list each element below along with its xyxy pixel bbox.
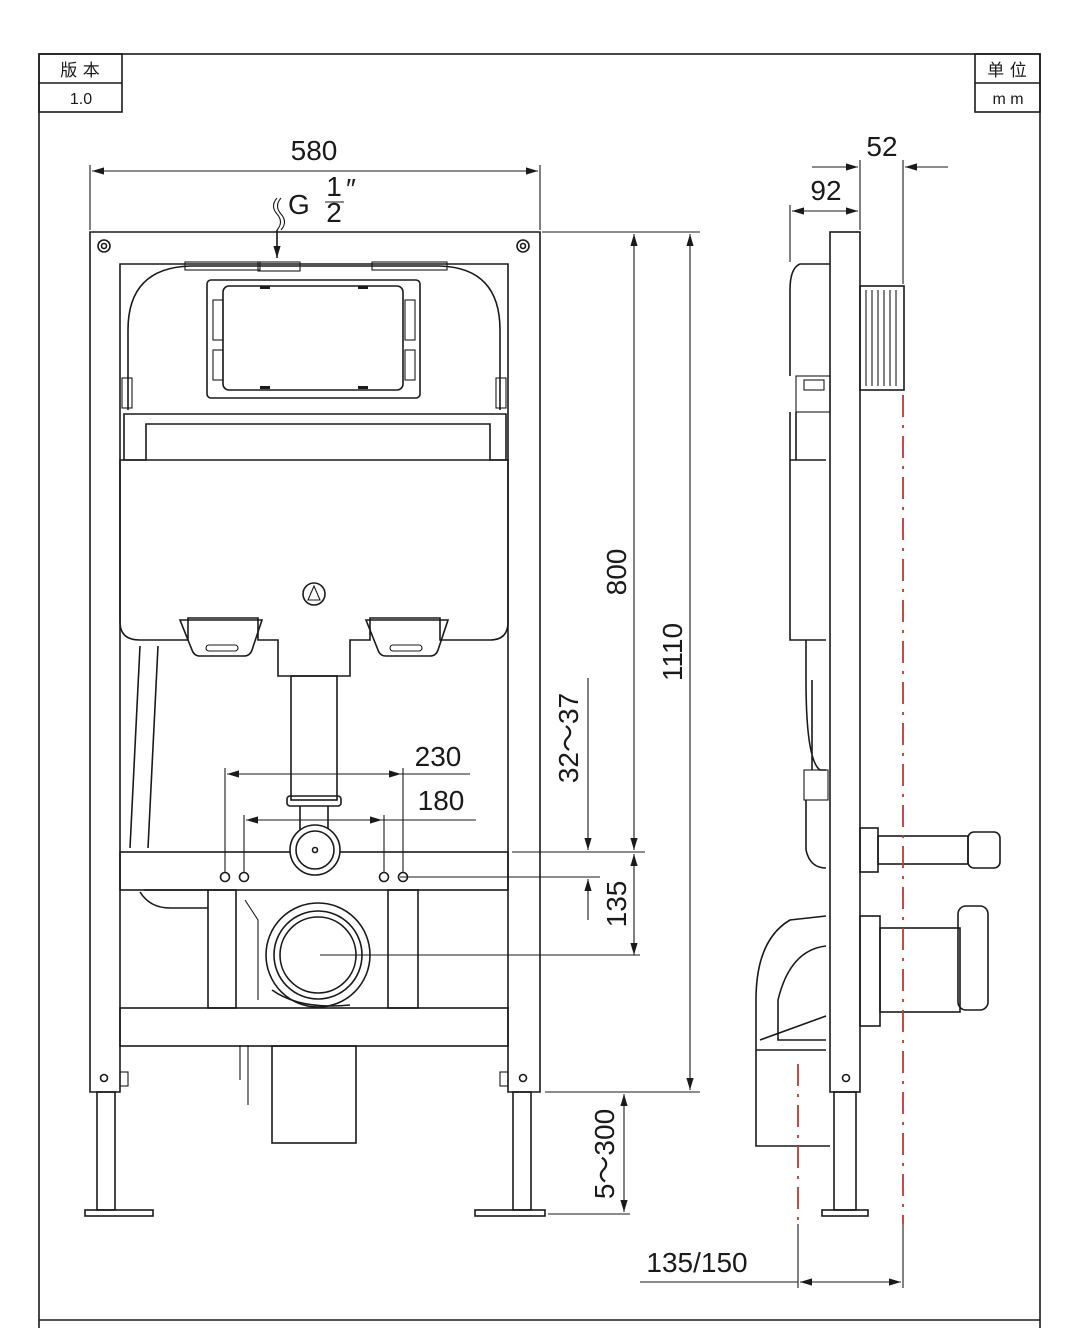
flush-pipe (286, 675, 342, 876)
unit-box: 单 位 m m (974, 53, 1041, 113)
side-drain-pipe (755, 905, 989, 1147)
dim-leg-adjust: 5～300 (548, 1094, 630, 1215)
dim-wall-offset: 135/150 (640, 1224, 904, 1288)
inlet-label: G (288, 189, 310, 220)
stud-offset-dim-label: 32～37 (553, 693, 584, 783)
version-box: 版 本 1.0 (38, 53, 123, 113)
dim-drain-offset: 135 (320, 854, 640, 956)
side-inlet-fitting (859, 285, 905, 391)
inlet-fraction-denominator: 2 (326, 197, 342, 228)
drain-outlet (129, 645, 419, 1144)
leg-adjust-dim-label: 5～300 (589, 1109, 620, 1199)
drain-offset-dim-label: 135 (601, 881, 632, 928)
sheet-border (38, 53, 1041, 1328)
dim-stud-spacing-inner: 180 (243, 785, 476, 872)
brand-logo-icon (302, 582, 326, 606)
inlet-prime: ″ (346, 173, 356, 204)
unit-value: m m (992, 91, 1023, 108)
outer-depth-dim-label: 52 (866, 131, 897, 162)
version-label: 版 本 (60, 61, 99, 81)
side-view (755, 231, 1001, 1224)
front-view (84, 231, 546, 1217)
width-dim-label: 580 (291, 135, 338, 166)
version-value: 1.0 (70, 91, 92, 108)
front-legs (84, 1071, 546, 1217)
tank-height-dim-label: 800 (601, 549, 632, 596)
stud-spacing-inner-label: 180 (418, 785, 465, 816)
side-stud-pipe (859, 827, 1001, 873)
inlet-fraction-numerator: 1 (326, 171, 342, 202)
inlet-callout: G 1 2 ″ (272, 171, 356, 258)
dim-width: 580 (89, 135, 541, 230)
inner-depth-dim-label: 92 (810, 175, 841, 206)
dim-stud-spacing-outer: 230 (224, 741, 470, 872)
dim-stud-offset: 32～37 (400, 678, 600, 920)
dim-tank-height: 800 (512, 234, 645, 853)
dim-outer-depth: 52 (812, 131, 948, 284)
wall-offset-dim-label: 135/150 (646, 1247, 747, 1278)
dim-total-height: 1110 (542, 231, 700, 1093)
total-height-dim-label: 1110 (657, 623, 688, 681)
dim-inner-depth: 92 (789, 175, 858, 262)
unit-label: 单 位 (987, 61, 1026, 81)
cistern (119, 261, 509, 677)
stud-spacing-outer-label: 230 (415, 741, 462, 772)
